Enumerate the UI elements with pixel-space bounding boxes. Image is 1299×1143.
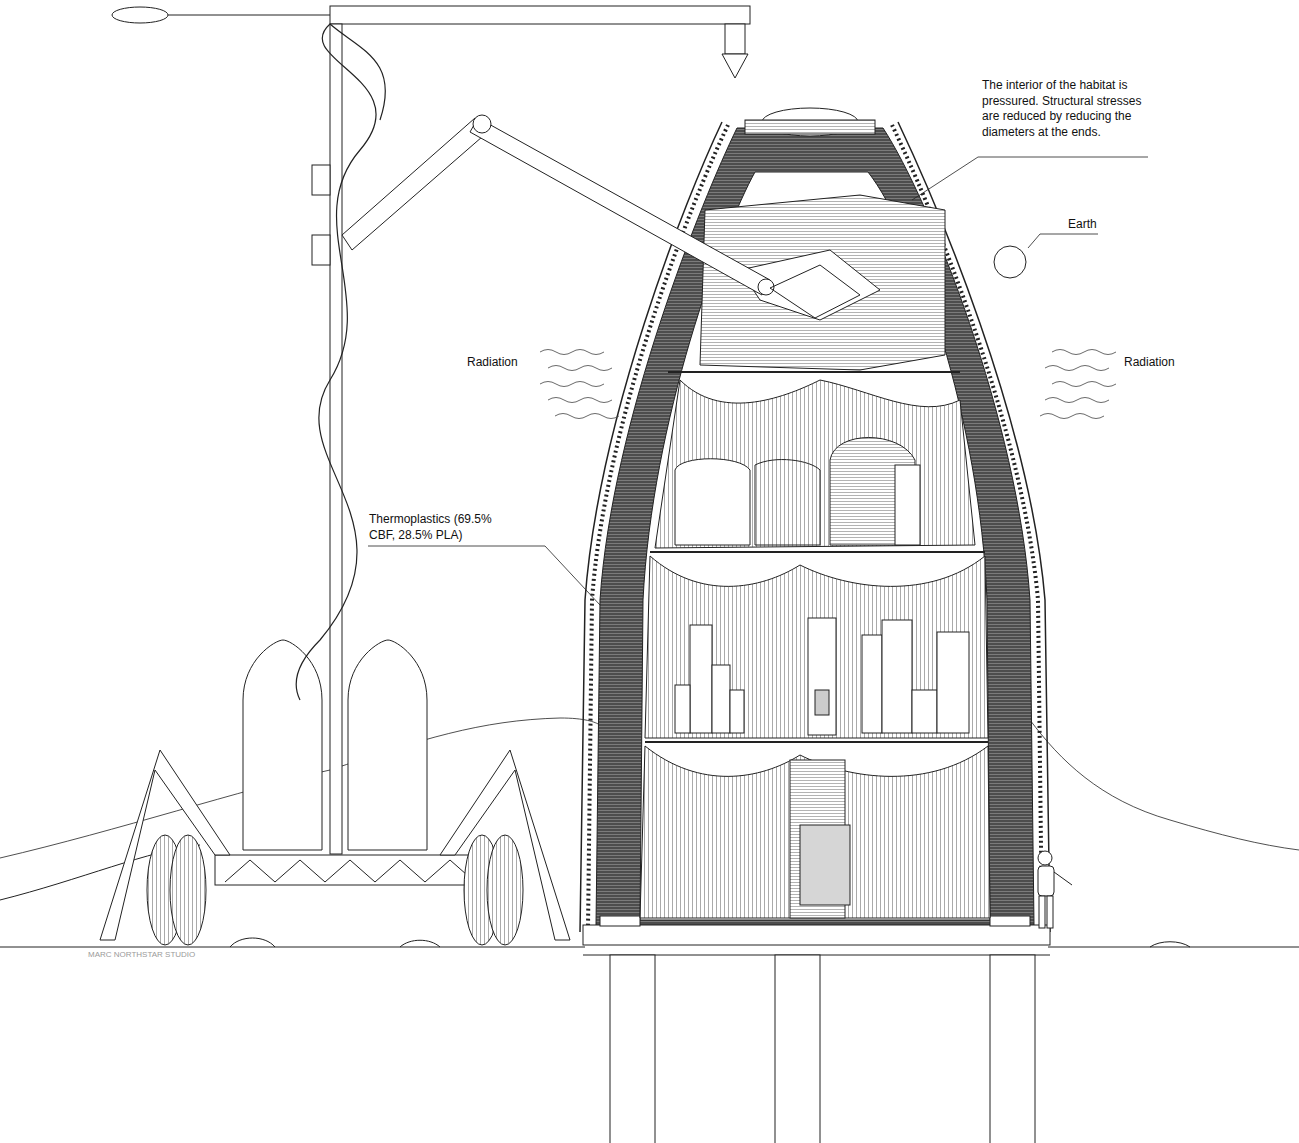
annotation-note: The interior of the habitat is pressured… xyxy=(982,78,1154,140)
radiation-label: Radiation xyxy=(467,355,518,371)
material-label: Thermoplastics (69.5% CBF, 28.5% PLA) xyxy=(369,512,509,543)
watermark: MARC NORTHSTAR STUDIO xyxy=(88,950,195,960)
radiation-label: Radiation xyxy=(1124,355,1175,371)
earth-label: Earth xyxy=(1068,217,1097,233)
